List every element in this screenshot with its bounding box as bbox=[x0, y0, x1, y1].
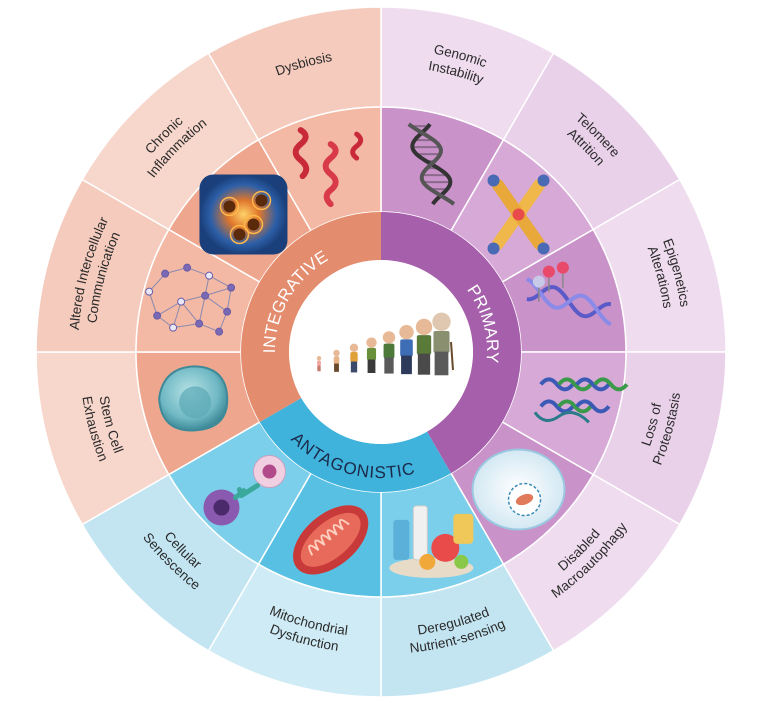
category-band-antagonistic bbox=[259, 398, 451, 492]
dna-icon bbox=[407, 122, 456, 206]
chromosome-icon bbox=[487, 174, 550, 255]
human-aging-icon bbox=[316, 312, 454, 376]
stem-cell-icon bbox=[158, 365, 229, 432]
protein-icon bbox=[533, 377, 629, 424]
network-icon bbox=[145, 263, 236, 336]
bacteria-icon bbox=[292, 127, 364, 208]
senescent-cell-icon bbox=[203, 455, 286, 526]
category-band-integrative bbox=[241, 212, 381, 422]
food-icon bbox=[389, 505, 474, 578]
autophagosome-icon bbox=[471, 448, 566, 531]
methylation-icon bbox=[526, 261, 612, 327]
inflammation-icon bbox=[199, 174, 288, 255]
mitochondrion-icon bbox=[293, 505, 369, 575]
center-disk bbox=[289, 260, 473, 444]
sector-inner-dysbiosis bbox=[257, 106, 382, 232]
category-band-primary bbox=[381, 212, 521, 474]
